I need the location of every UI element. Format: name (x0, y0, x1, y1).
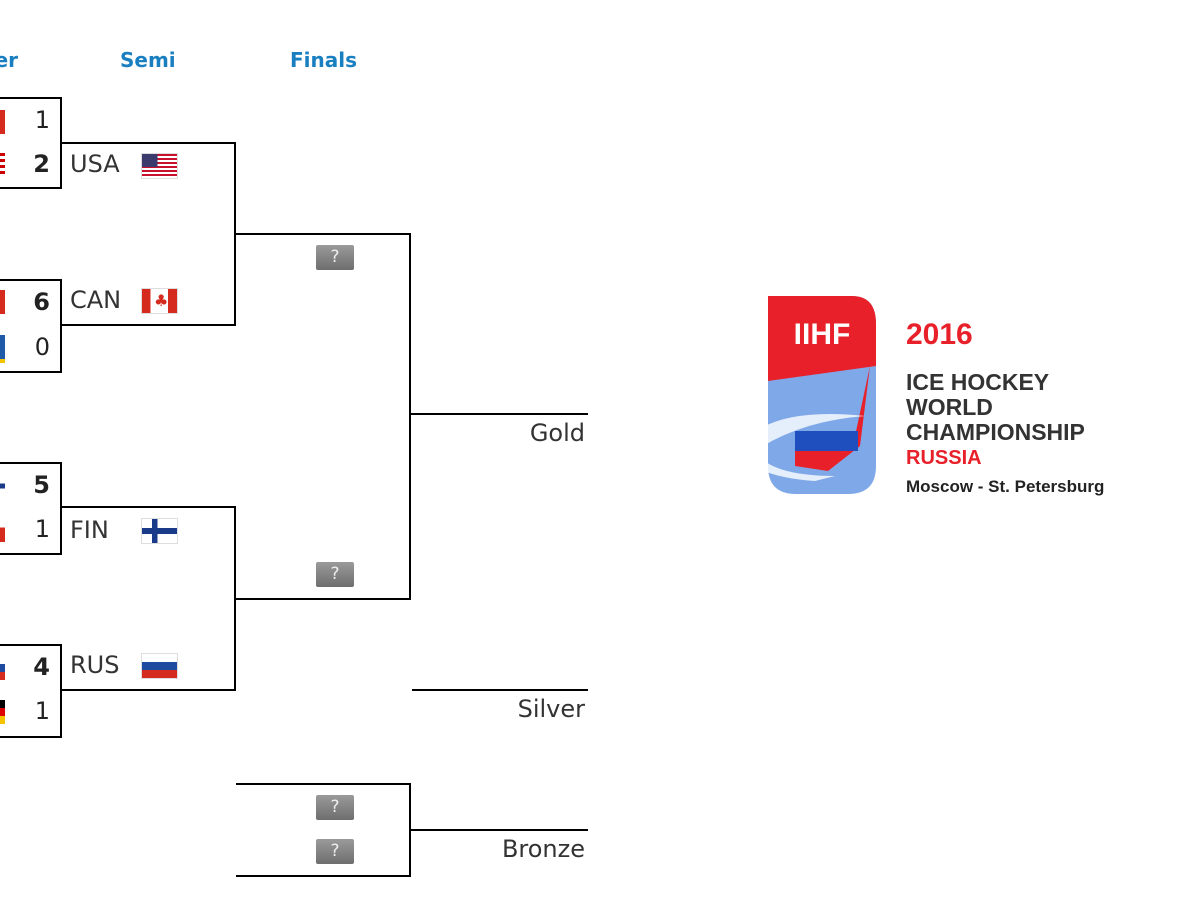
russia-flag-icon (141, 653, 178, 679)
header-quarter: Quarter (0, 48, 18, 72)
iihf-logo: IIHF (740, 296, 876, 494)
flag-sliver (0, 518, 5, 542)
semi-team: CAN (70, 286, 122, 314)
bracket-line (236, 875, 411, 877)
bronze-unknown-button[interactable]: ? (316, 839, 354, 864)
score: 1 (34, 515, 50, 543)
logo-line3: CHAMPIONSHIP (906, 419, 1085, 445)
logo-title: ICE HOCKEY WORLD CHAMPIONSHIP (906, 370, 1085, 445)
bracket-line (409, 233, 411, 600)
score: 5 (33, 471, 50, 499)
bracket-line (60, 689, 236, 691)
flag-sliver (0, 474, 5, 498)
canada-flag-icon: ♣ (141, 288, 178, 314)
bracket-line (235, 598, 411, 600)
finland-flag-icon (141, 518, 178, 544)
finalist-unknown-button[interactable]: ? (316, 245, 354, 270)
score: 4 (33, 653, 50, 681)
flag-sliver (0, 153, 5, 177)
score: 0 (34, 333, 50, 361)
score: 1 (34, 106, 50, 134)
usa-flag-icon (141, 153, 178, 179)
bracket-line (236, 783, 411, 785)
bracket-line (410, 829, 588, 831)
score: 2 (33, 150, 50, 178)
semi-team: FIN (70, 516, 109, 544)
bracket-line (60, 142, 236, 144)
flag-sliver (0, 290, 5, 314)
logo-cities: Moscow - St. Petersburg (906, 477, 1105, 496)
header-finals: Finals (290, 48, 358, 72)
flag-sliver (0, 656, 5, 680)
quarterfinal-box-4 (0, 644, 62, 738)
logo-year: 2016 (906, 318, 973, 351)
semi-team: RUS (70, 651, 120, 679)
logo-line2: WORLD (906, 394, 993, 420)
bracket-line (412, 689, 588, 691)
quarterfinal-box-3 (0, 462, 62, 555)
logo-brand-text: IIHF (794, 318, 851, 351)
bracket-line (235, 233, 411, 235)
gold-label: Gold (529, 419, 585, 447)
flag-sliver (0, 700, 5, 724)
flag-sliver (0, 110, 5, 134)
flag-sliver (0, 335, 5, 363)
finalist-unknown-button[interactable]: ? (316, 562, 354, 587)
silver-label: Silver (517, 695, 585, 723)
score: 1 (34, 697, 50, 725)
semi-team: USA (70, 150, 120, 178)
score: 6 (33, 288, 50, 316)
logo-line1: ICE HOCKEY (906, 369, 1050, 395)
quarterfinal-box-2 (0, 279, 62, 373)
header-semi: Semi (120, 48, 176, 72)
bronze-label: Bronze (501, 835, 585, 863)
bronze-unknown-button[interactable]: ? (316, 795, 354, 820)
bracket-line (60, 506, 236, 508)
bracket-line (60, 324, 236, 326)
logo-country: RUSSIA (906, 447, 982, 469)
bracket-line (410, 413, 588, 415)
